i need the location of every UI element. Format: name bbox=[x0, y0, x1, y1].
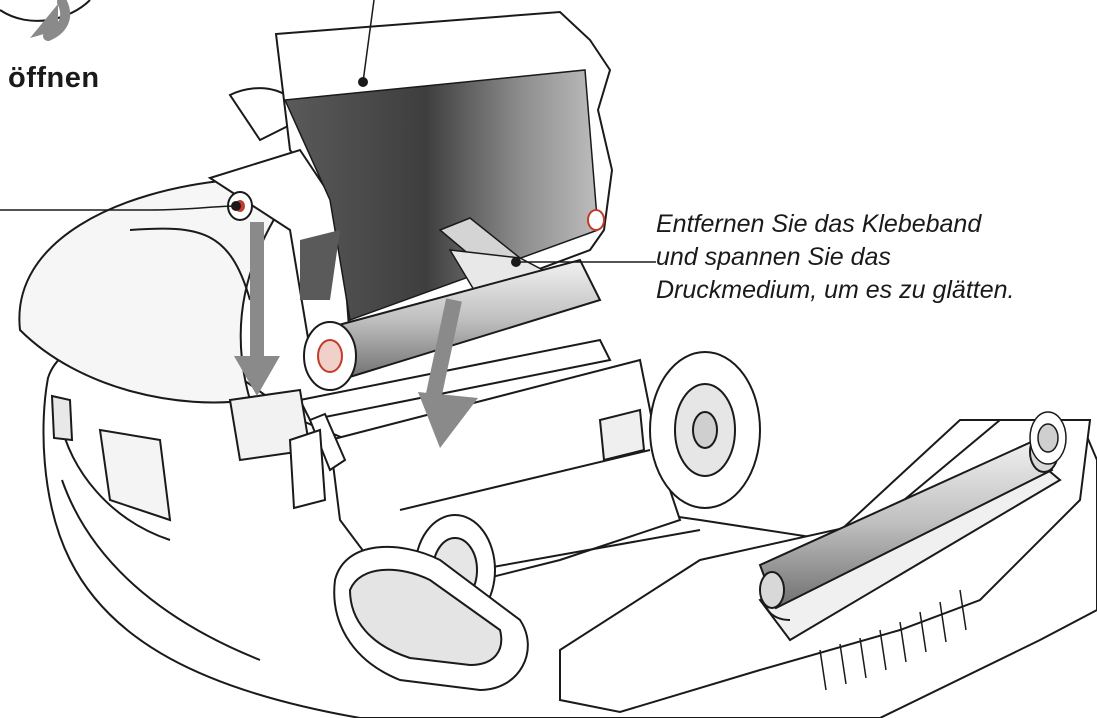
open-action-label: öffnen bbox=[8, 62, 100, 94]
leader-dots bbox=[231, 77, 521, 267]
side-handle bbox=[333, 545, 529, 692]
ribbon-supply-roll bbox=[303, 258, 602, 391]
leader-lines bbox=[0, 0, 656, 263]
print-mechanism bbox=[228, 338, 612, 510]
instruction-line-2: und spannen Sie das bbox=[656, 243, 891, 271]
ribbon-take-up-roll bbox=[227, 191, 605, 231]
drive-gear-icon bbox=[1029, 411, 1067, 465]
media-compartment bbox=[328, 358, 701, 602]
rotate-arrow-icon bbox=[0, 0, 91, 41]
media-spool-hub bbox=[414, 351, 761, 626]
instruction-line-1: Entfernen Sie das Klebeband bbox=[656, 210, 982, 238]
down-arrow-icon bbox=[234, 222, 280, 396]
printer-lid bbox=[18, 87, 302, 404]
door-ribs bbox=[819, 589, 967, 691]
down-arrow-icon bbox=[418, 298, 478, 448]
instruction-callout: Entfernen Sie das Klebeband und spannen … bbox=[656, 208, 1096, 307]
instruction-line-3: Druckmedium, um es zu glätten. bbox=[656, 276, 1015, 304]
